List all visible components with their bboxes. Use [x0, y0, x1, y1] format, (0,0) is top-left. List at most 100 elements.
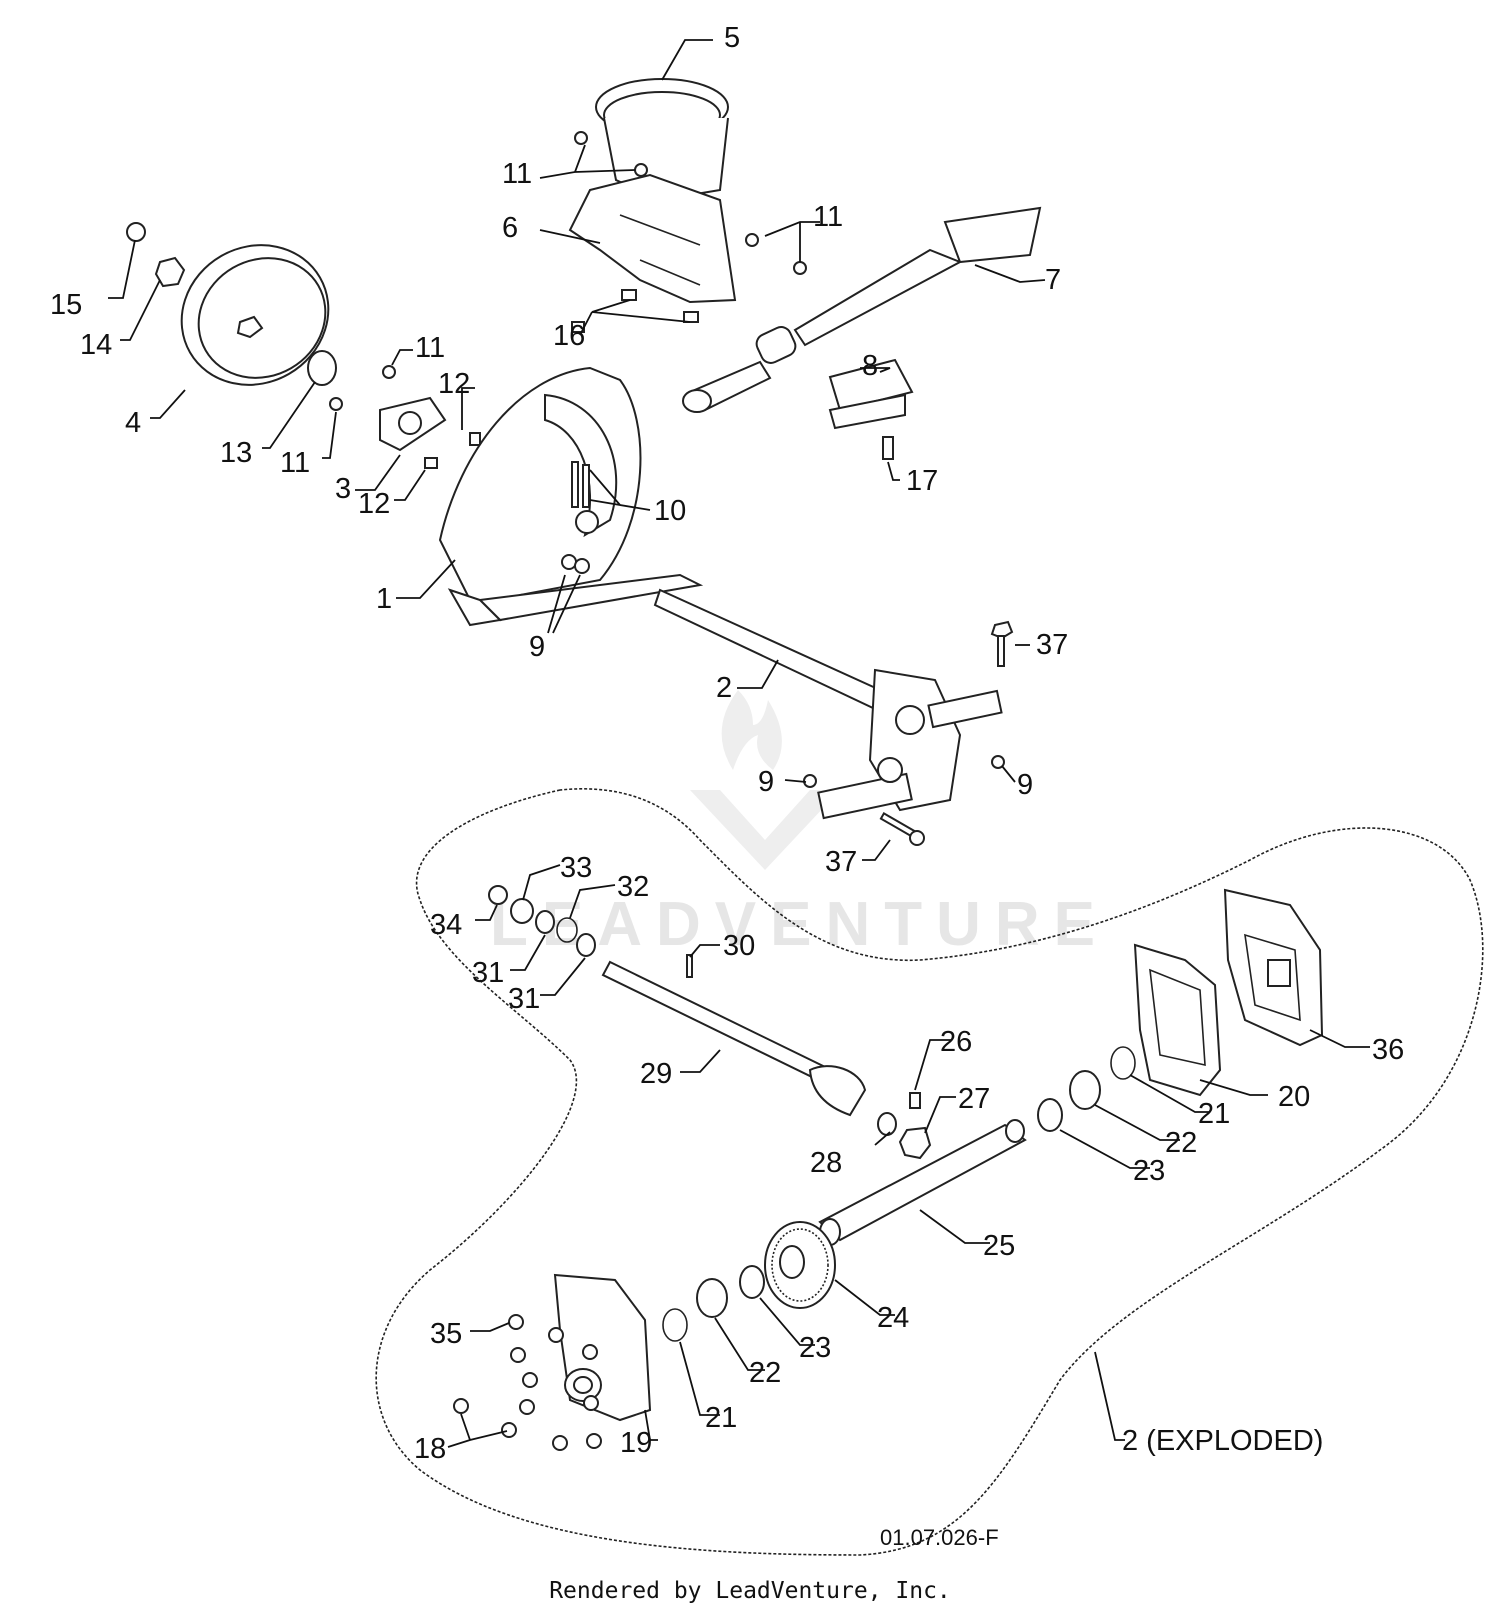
- callout-11-left: 11: [280, 447, 310, 479]
- callout-11-flange: 11: [415, 332, 445, 364]
- leadventure-watermark: LEADVENTURE: [490, 690, 1095, 959]
- callout-37-bottom: 37: [825, 846, 857, 878]
- callout-12-top: 12: [438, 368, 470, 400]
- callout-9-right: 9: [1017, 769, 1033, 801]
- bearing-part-13: [307, 350, 337, 386]
- washer-part-31b: [576, 933, 596, 957]
- callout-27: 27: [958, 1083, 990, 1115]
- screw-part-17: [882, 436, 894, 460]
- callout-1: 1: [376, 583, 392, 615]
- bushing-part-22b: [1069, 1070, 1101, 1110]
- callout-22-left: 22: [749, 1357, 781, 1389]
- callout-35: 35: [430, 1318, 462, 1350]
- footer-credit: Rendered by LeadVenture, Inc.: [549, 1578, 951, 1604]
- callout-11-chute: 11: [502, 158, 532, 190]
- callout-31-bottom: 31: [508, 983, 540, 1015]
- callout-22-right: 22: [1165, 1127, 1197, 1159]
- seal-part-21b: [1110, 1046, 1136, 1080]
- callout-labels: 5 11 6 11 7 15 14 4 11 12 8 17 16 13 11 …: [50, 22, 1404, 1550]
- callout-34: 34: [430, 909, 462, 941]
- bolt-part-12a: [469, 432, 481, 446]
- washer-part-31a: [535, 910, 555, 934]
- housing-half-part-36: [1223, 888, 1324, 1047]
- callout-9-housing: 9: [529, 631, 545, 663]
- callout-9-left: 9: [758, 766, 774, 798]
- leader-lines: [108, 39, 1370, 1448]
- callout-26: 26: [940, 1026, 972, 1058]
- auger-housing-part-1: [438, 366, 704, 627]
- bolt-part-37-bottom: [879, 812, 925, 846]
- callout-8: 8: [862, 350, 878, 382]
- callout-13: 13: [220, 437, 252, 469]
- nut-part-14: [154, 256, 186, 288]
- callout-20: 20: [1278, 1081, 1310, 1113]
- gearbox-assembly-part-2: [653, 588, 1003, 820]
- washer-part-28: [877, 1112, 897, 1136]
- key-part-26: [909, 1092, 921, 1109]
- callout-11-right: 11: [813, 201, 843, 233]
- callout-2: 2: [716, 672, 732, 704]
- callout-5: 5: [724, 22, 740, 54]
- ring-part-34: [488, 885, 508, 905]
- callout-10: 10: [654, 495, 686, 527]
- callout-28: 28: [810, 1147, 842, 1179]
- nut-part-11b: [329, 397, 343, 411]
- callout-15: 15: [50, 289, 82, 321]
- washer-part-23a: [739, 1265, 765, 1299]
- chute-handle-part-7: [682, 206, 1042, 413]
- bushing-part-22a: [696, 1278, 728, 1318]
- callout-37-top: 37: [1036, 629, 1068, 661]
- callout-4: 4: [125, 407, 141, 439]
- callout-25: 25: [983, 1230, 1015, 1262]
- seal-part-32: [556, 917, 578, 943]
- gear-part-24: [764, 1221, 836, 1309]
- callout-32: 32: [617, 871, 649, 903]
- nut-part-11d: [634, 163, 648, 177]
- washer-part-15: [126, 222, 146, 242]
- callout-23-left: 23: [799, 1332, 831, 1364]
- discharge-chute-part-5: [568, 78, 737, 304]
- callout-21-left: 21: [705, 1402, 737, 1434]
- callout-6: 6: [502, 212, 518, 244]
- flange-part-3: [379, 396, 447, 452]
- bolt-part-12b: [424, 457, 438, 469]
- nut-part-11f: [793, 261, 807, 275]
- callout-24: 24: [877, 1302, 909, 1334]
- callout-31-top: 31: [472, 957, 504, 989]
- nut-part-9b: [991, 755, 1005, 769]
- callout-21-right: 21: [1198, 1098, 1230, 1130]
- callout-3: 3: [335, 473, 351, 505]
- bushing-part-27: [898, 1126, 932, 1160]
- callout-33: 33: [560, 852, 592, 884]
- gasket-part-20: [1133, 943, 1222, 1097]
- nut-part-11a: [382, 365, 396, 379]
- callout-18: 18: [414, 1433, 446, 1465]
- washer-part-23b: [1037, 1098, 1063, 1132]
- bracket-part-8: [828, 358, 914, 430]
- callout-17: 17: [906, 465, 938, 497]
- bushing-part-33: [510, 898, 534, 924]
- nut-part-11e: [745, 233, 759, 247]
- callout-30: 30: [723, 930, 755, 962]
- exploded-label: 2 (EXPLODED): [1122, 1425, 1323, 1457]
- pin-part-30: [686, 954, 693, 978]
- callout-12-bottom: 12: [358, 488, 390, 520]
- callout-14: 14: [80, 329, 112, 361]
- seal-part-21a: [662, 1308, 688, 1342]
- nut-part-11c: [574, 131, 588, 145]
- callout-36: 36: [1372, 1034, 1404, 1066]
- pulley-part-4: [180, 244, 330, 386]
- worm-shaft-part-29: [601, 960, 867, 1117]
- bolt-part-37-top: [990, 620, 1014, 667]
- callout-16: 16: [553, 320, 585, 352]
- screws-part-35: [508, 1314, 602, 1451]
- exploded-boundary: [375, 788, 1484, 1556]
- callout-23-right: 23: [1133, 1155, 1165, 1187]
- plugs-part-18: [453, 1398, 517, 1438]
- housing-half-part-19: [553, 1273, 652, 1422]
- callout-29: 29: [640, 1058, 672, 1090]
- callout-19: 19: [620, 1427, 652, 1459]
- callout-7: 7: [1045, 264, 1061, 296]
- nut-part-9a: [803, 774, 817, 788]
